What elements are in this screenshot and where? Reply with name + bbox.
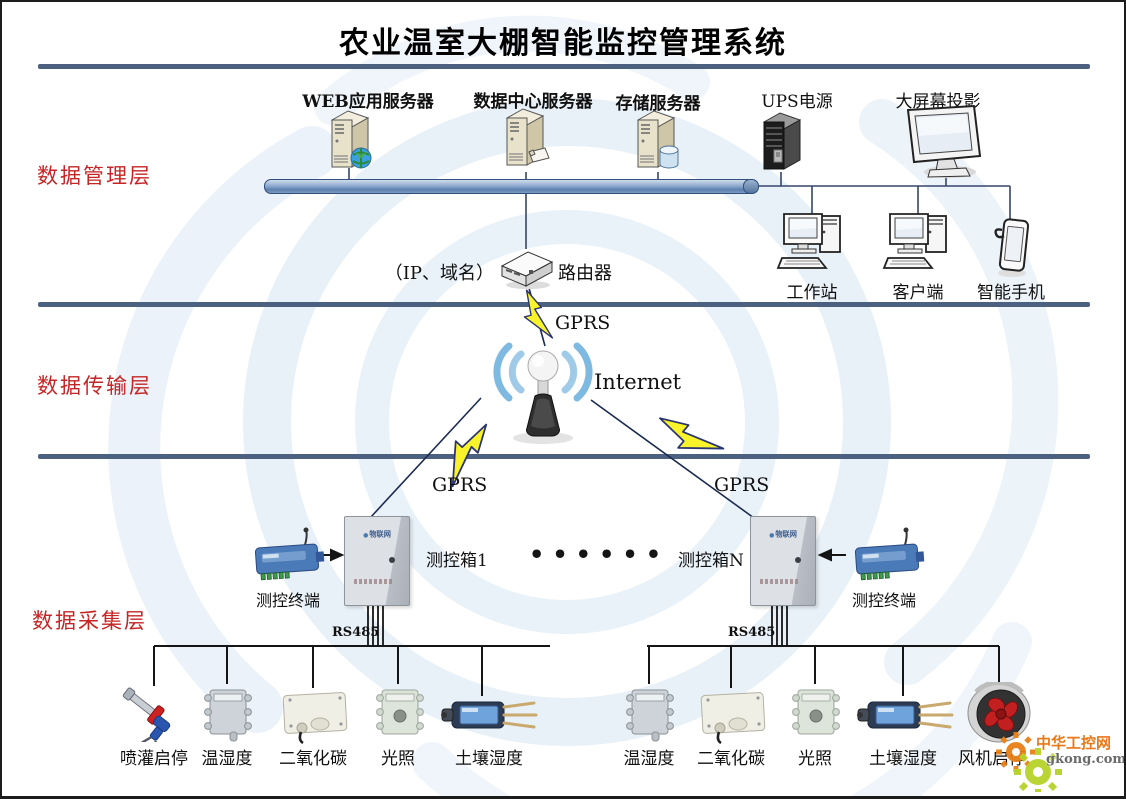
client-label: 客户端 [892,283,944,303]
ellipsis-dots: •••••• [529,540,670,569]
layer-label-transmission: 数据传输层 [37,374,152,398]
data-center-server-label: 数据中心服务器 [473,92,593,112]
internet-boxn-link [590,399,755,519]
data-center-server-icon [505,108,550,166]
internet-box1-link [369,397,482,519]
sensor-label: 二氧化碳 [279,749,347,769]
rs485-right-label: RS485 [728,625,776,640]
soil-moisture-sensor-right-icon [857,701,954,729]
lightning-bolt-router [523,289,554,339]
smartphone-label: 智能手机 [977,283,1045,303]
internet-antenna-icon [493,342,593,444]
terminal-arrow-right [817,548,846,562]
divider-management-transmission [38,302,1090,307]
web-server-icon [330,110,372,169]
sensor-label: 光照 [381,749,415,769]
ups-icon [762,112,802,170]
watermark-site-url: gkong.com [1046,752,1126,767]
temp-humidity-sensor-left-icon [204,689,252,742]
sensor-label: 土壤湿度 [455,749,523,769]
page-title: 农业温室大棚智能监控管理系统 [339,26,787,61]
sensor-label: 二氧化碳 [697,749,765,769]
gprs-router-label: GPRS [555,312,611,334]
terminal-left-icon [254,527,325,581]
layer-label-collection: 数据采集层 [32,609,147,633]
divider-transmission-collection [38,454,1090,459]
light-sensor-right-icon [792,689,840,735]
sensor-label: 喷灌启停 [120,749,188,769]
divider-top [38,64,1090,69]
fan-icon [967,682,1031,743]
router-icon [500,251,554,289]
workstation-label: 工作站 [786,283,838,303]
layer-label-management: 数据管理层 [37,164,152,188]
iot-logo-icon [769,532,774,538]
iot-brand-label: 物联网 [754,530,812,540]
co2-sensor-right-icon [700,692,766,744]
storage-server-label: 存储服务器 [615,94,701,114]
network-bus-endcap [743,179,759,194]
workstation-icon [776,213,841,269]
management-network-lines [348,168,1011,249]
ups-label: UPS电源 [761,92,833,112]
rs485-bundle-right [771,603,788,646]
soil-moisture-sensor-left-icon [441,701,538,729]
sensor-label: 温湿度 [201,749,253,769]
co2-sensor-left-icon [282,692,348,744]
projector-screen-icon [906,104,982,178]
control-box-1-icon: 物联网 [344,516,410,606]
sensor-label: 土壤湿度 [869,749,937,769]
temp-humidity-sensor-right-icon [626,689,674,742]
storage-server-icon [636,110,679,169]
sensor-bus-left [153,645,550,696]
gprs-right-label: GPRS [714,474,770,496]
network-bus [264,179,759,194]
light-sensor-left-icon [376,689,424,735]
smartphone-icon [994,218,1030,277]
client-icon [882,213,947,269]
lightning-bolt-left [451,423,488,488]
sensor-label: 光照 [798,749,832,769]
watermark-site-name: 中华工控网 [1036,734,1112,752]
rs485-left-label: RS485 [332,625,380,640]
web-server-label: WEB应用服务器 [302,92,434,112]
lightning-bolt-right [659,417,725,450]
sprinkler-icon [122,687,171,742]
sensor-label: 温湿度 [623,749,675,769]
control-box-1-label: 测控箱1 [426,551,488,571]
terminal-left-label: 测控终端 [255,591,320,610]
router-label: 路由器 [558,263,612,284]
control-box-n-label: 测控箱N [678,551,744,571]
sensor-bus-right [647,645,1000,696]
cabinet-model-text [354,579,392,584]
terminal-right-icon [854,527,925,581]
rs485-bundle-left [367,603,384,646]
internet-label: Internet [594,370,682,394]
site-watermark: 中华工控网 gkong.com [994,724,1124,792]
cabinet-model-text [760,579,798,584]
iot-brand-label: 物联网 [348,530,406,540]
gprs-left-label: GPRS [432,474,488,496]
cabinet-knob [795,557,801,563]
router-ip-domain-label: （IP、域名） [384,263,494,284]
cabinet-knob [389,557,395,563]
terminal-right-label: 测控终端 [851,591,916,610]
control-box-n-icon: 物联网 [750,516,816,606]
gears-icon [996,732,1062,792]
iot-logo-icon [363,532,368,538]
